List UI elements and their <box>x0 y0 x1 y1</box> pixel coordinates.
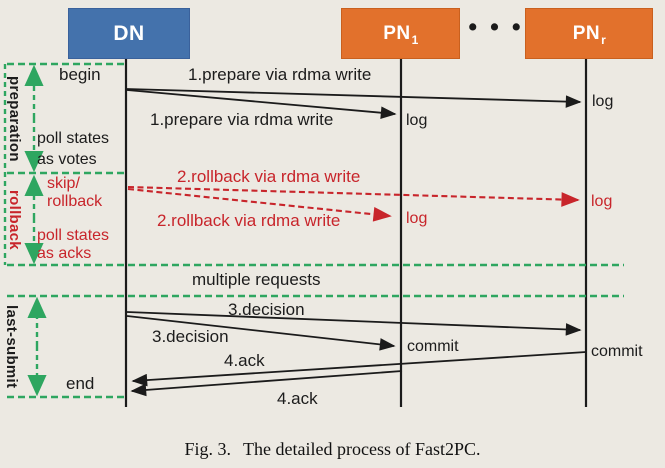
phase-label-rollback: rollback <box>6 190 23 250</box>
event-poll-states-votes-line2: as votes <box>37 151 97 168</box>
node-pn1-label: PN <box>383 22 411 44</box>
red-rollback-arrows <box>127 185 580 222</box>
event-poll-states-votes: poll states as votes <box>37 128 109 170</box>
msg-log-pnr: log <box>592 93 614 110</box>
phase-label-last-submit: last-submit <box>3 305 20 389</box>
event-skip-rollback: skip/ rollback <box>47 175 102 211</box>
green-phase-brackets <box>3 62 624 399</box>
msg-prepare-to-pnr: 1.prepare via rdma write <box>188 65 372 84</box>
msg-rollback-to-pn1: 2.rollback via rdma write <box>157 211 341 230</box>
msg-log-red-pn1: log <box>406 210 428 227</box>
figure-caption-number: Fig. 3. <box>184 439 232 459</box>
event-poll-states-acks: poll states as acks <box>37 227 109 263</box>
event-poll-states-votes-line1: poll states <box>37 130 110 147</box>
msg-commit-pnr: commit <box>591 343 643 360</box>
msg-multiple-requests: multiple requests <box>192 270 321 289</box>
msg-decision-to-pn1: 3.decision <box>152 327 229 346</box>
black-message-arrows <box>126 88 587 397</box>
msg-prepare-to-pn1: 1.prepare via rdma write <box>150 110 334 129</box>
node-pnr-label: PN <box>572 22 601 44</box>
msg-log-pn1: log <box>406 112 428 129</box>
figure-caption-text: The detailed process of Fast2PC. <box>243 439 481 459</box>
figure-caption: Fig. 3. The detailed process of Fast2PC. <box>0 439 665 460</box>
node-pn1-subscript: 1 <box>411 32 419 47</box>
event-skip-rollback-line1: skip/ <box>47 175 80 192</box>
event-begin: begin <box>59 65 101 84</box>
lifelines <box>124 57 588 407</box>
msg-decision-to-pnr: 3.decision <box>228 300 305 319</box>
node-dn: DN <box>68 8 190 59</box>
msg-log-red-pnr: log <box>591 193 613 210</box>
node-pnr-subscript: r <box>601 32 607 47</box>
event-skip-rollback-line2: rollback <box>47 193 103 210</box>
event-poll-states-acks-line2: as acks <box>37 245 92 262</box>
msg-ack-upper: 4.ack <box>224 351 265 370</box>
node-dn-label: DN <box>113 21 145 45</box>
msg-ack-lower: 4.ack <box>277 389 318 408</box>
phase-label-preparation: preparation <box>6 76 23 162</box>
msg-rollback-to-pnr: 2.rollback via rdma write <box>177 167 361 186</box>
ellipsis-dots: • • • <box>468 13 524 41</box>
event-poll-states-acks-line1: poll states <box>37 227 110 244</box>
event-end: end <box>66 374 95 393</box>
msg-commit-pn1: commit <box>407 338 459 355</box>
